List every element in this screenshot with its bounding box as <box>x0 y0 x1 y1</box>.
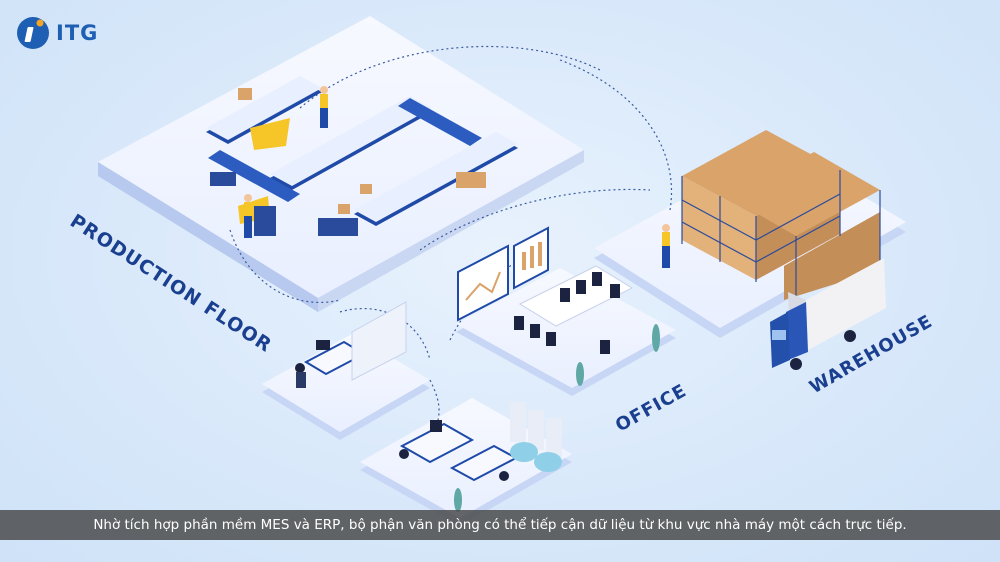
subtitle-text: Nhờ tích hợp phần mềm MES và ERP, bộ phậ… <box>93 517 907 533</box>
conveyor-lines <box>206 76 518 226</box>
meeting-room <box>457 226 660 386</box>
delivery-truck <box>770 258 886 370</box>
brand-logo: ITG <box>16 16 98 50</box>
warehouse-racks <box>681 130 881 300</box>
desk-workstations <box>295 301 562 512</box>
data-stream-lines <box>229 45 672 421</box>
office-platform <box>456 268 676 396</box>
production-platform <box>98 16 584 312</box>
production-boxes <box>210 88 486 236</box>
subtitle-bar: Nhờ tích hợp phần mềm MES và ERP, bộ phậ… <box>0 510 1000 540</box>
itg-logo-icon <box>17 17 49 49</box>
workers <box>244 86 670 268</box>
brand-name: ITG <box>56 21 99 45</box>
